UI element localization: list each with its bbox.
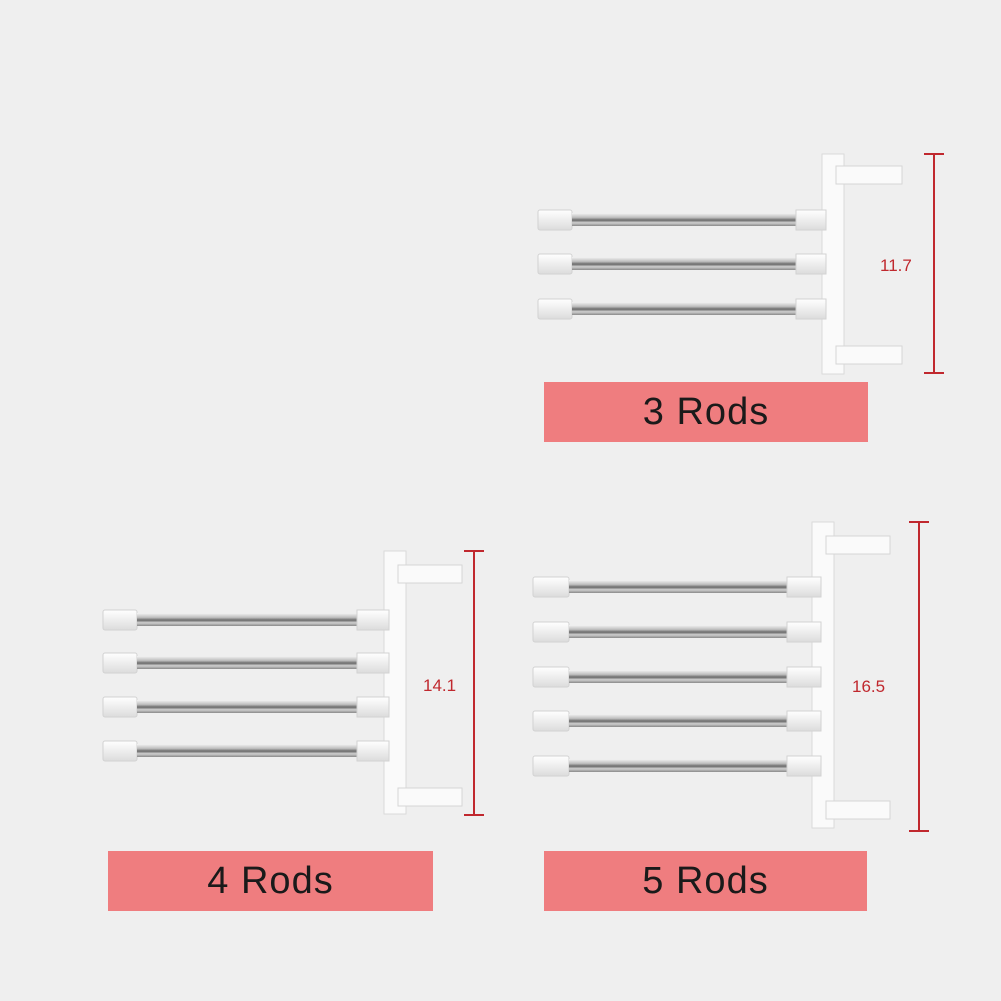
rod — [532, 710, 822, 732]
wall-mount-bottom — [825, 800, 891, 820]
rod — [532, 621, 822, 643]
rod — [537, 209, 827, 231]
height-value: 11.7 — [880, 256, 912, 275]
rod — [102, 652, 390, 674]
rod — [537, 253, 827, 275]
rod — [102, 696, 390, 718]
rod — [532, 576, 822, 598]
height-dimension-line — [909, 521, 929, 832]
wall-mount-bottom — [835, 345, 903, 365]
label-3-rods: 3 Rods — [544, 382, 868, 442]
rod — [102, 609, 390, 631]
wall-mount-top — [397, 564, 463, 584]
label-5-rods: 5 Rods — [544, 851, 867, 911]
rod — [532, 666, 822, 688]
wall-mount-top — [825, 535, 891, 555]
height-value: 16.5 — [852, 677, 885, 696]
rod — [537, 298, 827, 320]
rod — [102, 740, 390, 762]
height-dimension-line — [924, 153, 944, 374]
label-4-rods: 4 Rods — [108, 851, 433, 911]
wall-mount-top — [835, 165, 903, 185]
wall-mount-bottom — [397, 787, 463, 807]
height-value: 14.1 — [423, 676, 456, 695]
rod — [532, 755, 822, 777]
height-dimension-line — [464, 550, 484, 816]
